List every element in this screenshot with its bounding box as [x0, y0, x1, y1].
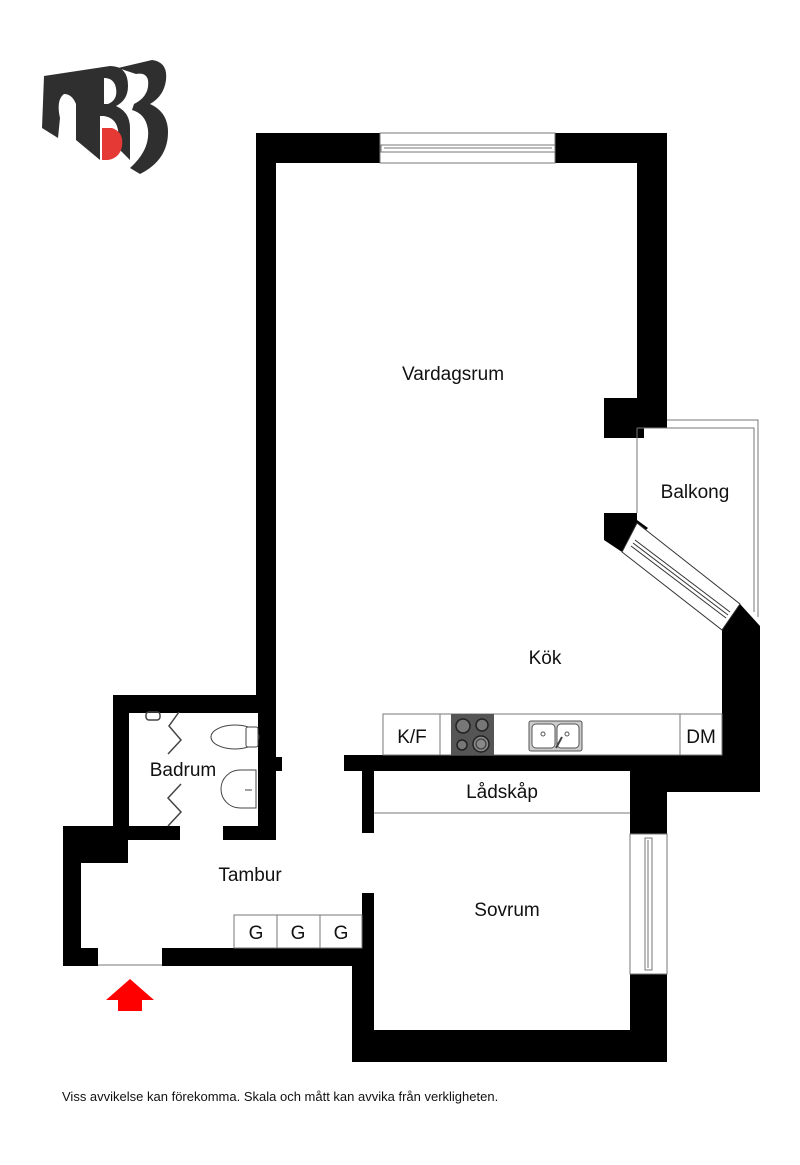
label-ladskap: Lådskåp [466, 782, 538, 803]
balcony-door [621, 522, 741, 631]
washbasin-icon [220, 769, 257, 809]
company-logo [42, 60, 168, 174]
entrance-arrow-icon [106, 979, 154, 1011]
shower-icon [145, 711, 183, 827]
logo-accent [102, 128, 123, 160]
label-dishwasher: DM [686, 727, 716, 748]
label-wardrobe-1: G [249, 923, 264, 944]
label-balkong: Balkong [661, 482, 730, 503]
label-sovrum: Sovrum [474, 900, 539, 921]
label-vardagsrum: Vardagsrum [402, 364, 504, 385]
sink-icon [528, 720, 583, 752]
window-top [379, 132, 556, 164]
window-bedroom [629, 833, 668, 975]
label-badrum: Badrum [150, 760, 217, 781]
label-wardrobe-3: G [334, 923, 349, 944]
wardrobes [233, 914, 363, 949]
disclaimer-text: Viss avvikelse kan förekomma. Skala och … [62, 1089, 499, 1104]
label-wardrobe-2: G [291, 923, 306, 944]
toilet-icon [210, 724, 260, 750]
label-kok: Kök [529, 648, 562, 669]
stove-icon [451, 714, 494, 755]
label-tambur: Tambur [218, 865, 282, 886]
walls [63, 133, 760, 1062]
label-fridge-freezer: K/F [397, 727, 427, 748]
balcony [636, 419, 759, 617]
